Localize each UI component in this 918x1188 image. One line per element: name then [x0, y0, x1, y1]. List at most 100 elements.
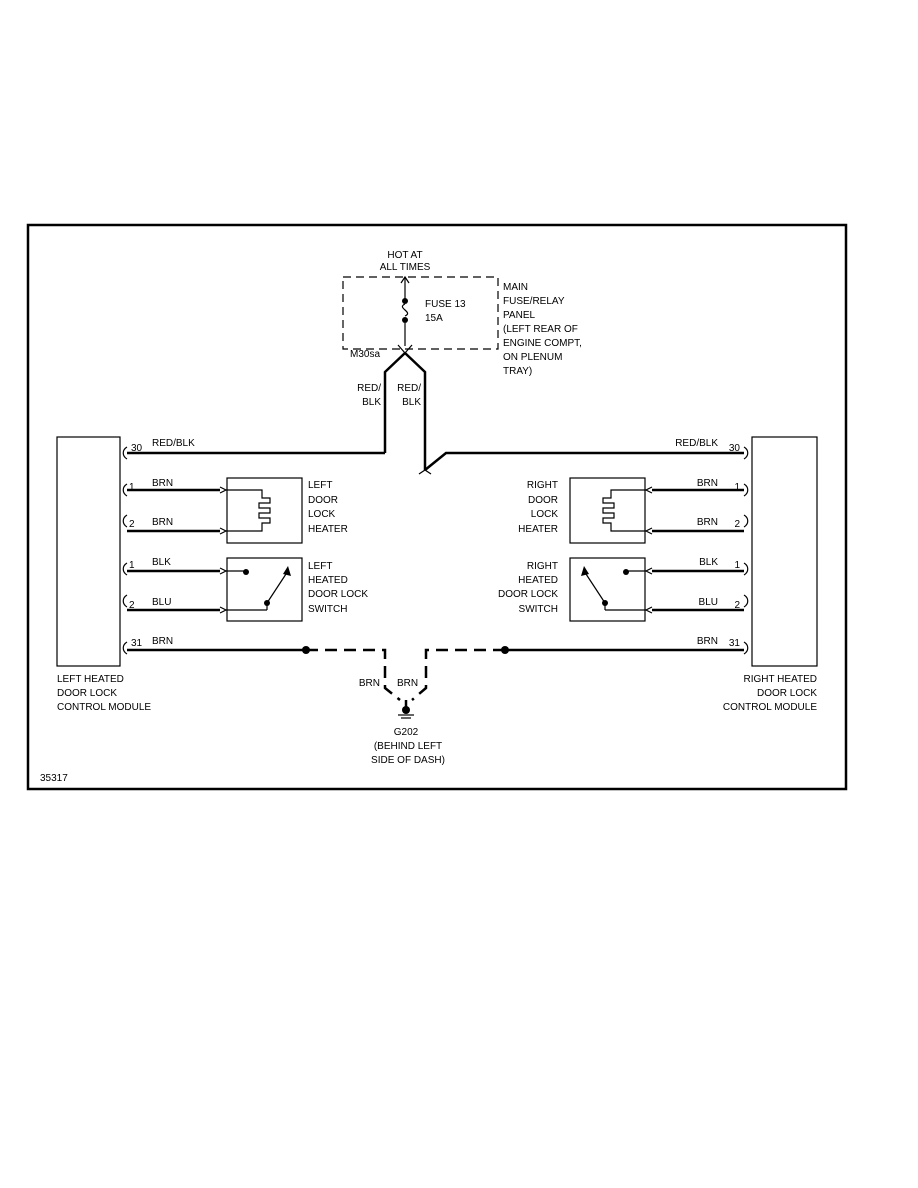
svg-text:HEATER: HEATER — [518, 524, 558, 535]
svg-text:BRN: BRN — [697, 478, 718, 489]
left-wire-colors: RED/BLK BRN BRN BLK BLU BRN — [152, 438, 195, 647]
svg-text:BLU: BLU — [152, 597, 171, 608]
left-heater-label: LEFT DOOR LOCK HEATER — [308, 480, 348, 535]
ground-icon — [398, 700, 414, 719]
svg-text:BLK: BLK — [152, 557, 171, 568]
svg-text:FUSE/RELAY: FUSE/RELAY — [503, 296, 565, 307]
left-heater-element-icon — [219, 486, 271, 535]
svg-text:BRN: BRN — [152, 517, 173, 528]
svg-text:1: 1 — [734, 560, 740, 571]
svg-text:CONTROL MODULE: CONTROL MODULE — [57, 702, 151, 713]
svg-text:PANEL: PANEL — [503, 310, 535, 321]
right-ground-dashed-wire — [411, 648, 505, 701]
left-door-lock-heater — [226, 477, 303, 544]
svg-text:2: 2 — [734, 519, 740, 530]
svg-text:2: 2 — [129, 519, 135, 530]
fuse-connector-label: M30sa — [350, 349, 380, 360]
svg-text:30: 30 — [729, 443, 741, 454]
svg-text:MAIN: MAIN — [503, 282, 528, 293]
svg-text:ON PLENUM: ON PLENUM — [503, 352, 562, 363]
svg-text:BLK: BLK — [699, 557, 718, 568]
right-wire-colors: RED/BLK BRN BRN BLK BLU BRN — [675, 438, 718, 647]
svg-text:DOOR LOCK: DOOR LOCK — [757, 688, 817, 699]
riser-left-label-2: BLK — [362, 397, 381, 408]
svg-text:31: 31 — [729, 638, 741, 649]
svg-text:LOCK: LOCK — [531, 509, 559, 520]
svg-text:RED/BLK: RED/BLK — [152, 438, 195, 449]
svg-text:HEATED: HEATED — [308, 575, 348, 586]
svg-text:TRAY): TRAY) — [503, 366, 532, 377]
right-switch-label: RIGHT HEATED DOOR LOCK SWITCH — [498, 561, 558, 615]
svg-text:DOOR LOCK: DOOR LOCK — [308, 589, 368, 600]
svg-text:2: 2 — [129, 600, 135, 611]
ground-location-1: (BEHIND LEFT — [374, 741, 442, 752]
svg-text:LOCK: LOCK — [308, 509, 336, 520]
svg-text:RED/BLK: RED/BLK — [675, 438, 718, 449]
ground-wire-left-label: BRN — [359, 678, 380, 689]
left-switch-label: LEFT HEATED DOOR LOCK SWITCH — [308, 561, 368, 615]
svg-text:BRN: BRN — [152, 636, 173, 647]
fuse-13 — [401, 277, 409, 346]
diagram-id: 35317 — [40, 773, 68, 784]
right-pin-terminals — [743, 446, 749, 655]
left-heated-door-lock-switch — [226, 557, 303, 622]
right-door-lock-heater — [569, 477, 646, 544]
svg-text:RIGHT HEATED: RIGHT HEATED — [743, 674, 817, 685]
left-ground-dashed-wire — [306, 648, 401, 701]
left-pin-terminals — [122, 446, 128, 655]
svg-text:30: 30 — [131, 443, 143, 454]
left-module-name: LEFT HEATED DOOR LOCK CONTROL MODULE — [57, 674, 151, 713]
fuse-label: FUSE 13 — [425, 299, 466, 310]
all-times-label: ALL TIMES — [380, 262, 431, 273]
diagram-frame — [26, 223, 848, 791]
right-pin-numbers: 30 1 2 1 2 31 — [729, 443, 741, 649]
svg-text:HEATER: HEATER — [308, 524, 348, 535]
svg-text:RIGHT: RIGHT — [527, 561, 558, 572]
svg-text:LEFT HEATED: LEFT HEATED — [57, 674, 124, 685]
svg-text:1: 1 — [129, 482, 135, 493]
svg-text:SWITCH: SWITCH — [308, 604, 347, 615]
fuse-panel-name: MAIN FUSE/RELAY PANEL (LEFT REAR OF ENGI… — [503, 282, 582, 377]
right-heater-element-icon — [602, 486, 653, 535]
riser-left-label-1: RED/ — [357, 383, 381, 394]
left-switch-icon — [219, 566, 291, 614]
svg-text:DOOR LOCK: DOOR LOCK — [498, 589, 558, 600]
right-heater-label: RIGHT DOOR LOCK HEATER — [518, 480, 558, 535]
right-module-name: RIGHT HEATED DOOR LOCK CONTROL MODULE — [723, 674, 817, 713]
power-splice-terminal — [418, 469, 432, 475]
svg-text:(LEFT REAR OF: (LEFT REAR OF — [503, 324, 578, 335]
right-power-wire — [424, 451, 744, 471]
svg-text:1: 1 — [734, 482, 740, 493]
svg-text:BRN: BRN — [697, 636, 718, 647]
fuse-rating: 15A — [425, 313, 443, 324]
riser-wire-left — [383, 352, 406, 453]
svg-text:31: 31 — [131, 638, 143, 649]
fuse-panel-box — [342, 276, 499, 350]
riser-right-label-2: BLK — [402, 397, 421, 408]
svg-text:2: 2 — [734, 600, 740, 611]
right-heated-door-lock-switch — [569, 557, 646, 622]
left-control-module — [56, 436, 121, 667]
svg-text:LEFT: LEFT — [308, 480, 332, 491]
svg-text:RIGHT: RIGHT — [527, 480, 558, 491]
svg-text:SWITCH: SWITCH — [519, 604, 558, 615]
right-control-module — [751, 436, 818, 667]
svg-text:HEATED: HEATED — [518, 575, 558, 586]
svg-text:DOOR: DOOR — [308, 495, 338, 506]
riser-wire-right — [404, 352, 427, 470]
ground-wire-right-label: BRN — [397, 678, 418, 689]
svg-text:DOOR: DOOR — [528, 495, 558, 506]
svg-text:DOOR LOCK: DOOR LOCK — [57, 688, 117, 699]
svg-text:BLU: BLU — [699, 597, 718, 608]
left-pin-numbers: 30 1 2 1 2 31 — [129, 443, 143, 649]
svg-text:ENGINE COMPT,: ENGINE COMPT, — [503, 338, 582, 349]
svg-text:BRN: BRN — [152, 478, 173, 489]
riser-right-label-1: RED/ — [397, 383, 421, 394]
right-switch-icon — [581, 566, 653, 614]
ground-location-2: SIDE OF DASH) — [371, 755, 445, 766]
svg-text:BRN: BRN — [697, 517, 718, 528]
svg-text:1: 1 — [129, 560, 135, 571]
svg-text:LEFT: LEFT — [308, 561, 332, 572]
svg-text:CONTROL MODULE: CONTROL MODULE — [723, 702, 817, 713]
